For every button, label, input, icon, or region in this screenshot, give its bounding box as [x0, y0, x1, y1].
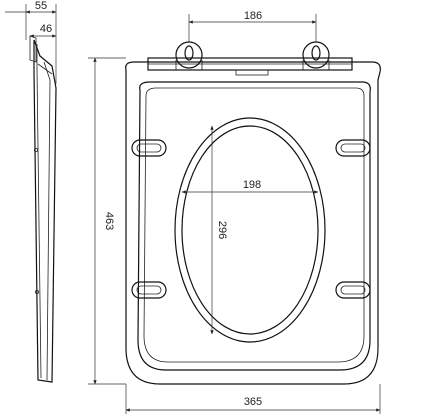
dimension-label-186: 186: [244, 10, 262, 22]
buffer-bottom-left: [131, 281, 167, 299]
seat-inner-outline: [137, 81, 371, 371]
seat-opening-inner: [181, 125, 319, 335]
dimension-overall-width: 365: [125, 384, 381, 414]
dimension-side-depth-total: 55: [5, 0, 57, 84]
buffer-top-right: [335, 139, 371, 157]
buffer-top-left: [131, 139, 167, 157]
dimension-label-296: 296: [216, 221, 228, 239]
hinge-right: [302, 41, 330, 70]
dimension-opening-width: 198: [181, 179, 319, 194]
dimension-label-463: 463: [103, 212, 115, 230]
dimension-label-198: 198: [243, 179, 261, 191]
dimension-label-46: 46: [40, 23, 52, 35]
seat-outline: [125, 61, 381, 385]
top-view: [125, 41, 381, 385]
dimension-label-365: 365: [244, 396, 262, 408]
side-view: [29, 35, 57, 383]
seat-opening-outer: [174, 117, 326, 343]
dimension-side-depth-seat: 46: [29, 23, 57, 38]
buffer-bottom-right: [335, 281, 371, 299]
dimension-overall-length: 463: [88, 57, 126, 385]
dimension-label-55: 55: [35, 0, 47, 12]
hinge-bar: [147, 57, 353, 76]
dimension-hinge-spacing: 186: [188, 10, 317, 42]
hinge-left: [175, 41, 203, 70]
dimension-opening-length: 296: [210, 125, 228, 335]
